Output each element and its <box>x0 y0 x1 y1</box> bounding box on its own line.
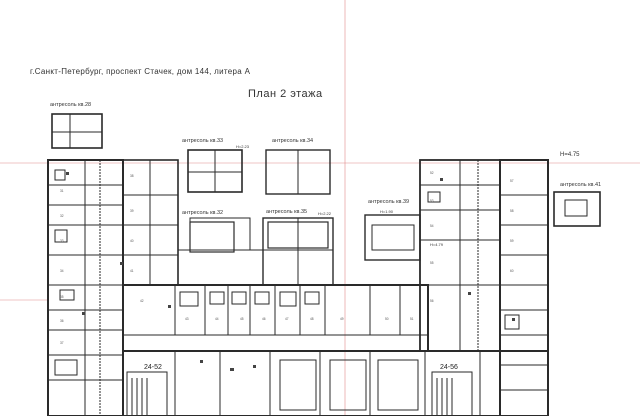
room-number: 46 <box>262 317 266 321</box>
plan-title: План 2 этажа <box>248 88 323 100</box>
room-number: 31 <box>60 189 64 193</box>
height-mark-222: Н=2.22 <box>318 211 332 216</box>
room-number: 47 <box>285 317 289 321</box>
mezzanine-41-plan <box>553 191 601 227</box>
room-number: 40 <box>130 239 134 243</box>
room-number: 57 <box>510 179 514 183</box>
mezzanine-32-plan <box>189 221 235 253</box>
mezzanine-34-label: антресоль кв.34 <box>272 138 314 144</box>
room-number: 42 <box>140 299 144 303</box>
left-wing <box>47 159 124 416</box>
wall-fills <box>66 172 515 371</box>
address-label: г.Санкт-Петербург, проспект Стачек, дом … <box>30 67 251 76</box>
room-number: 36 <box>60 319 64 323</box>
mezzanine-33-label: антресоль кв.33 <box>182 138 224 144</box>
room-number: 55 <box>430 261 434 265</box>
room-number: 59 <box>510 239 514 243</box>
height-mark-190: Н=1.90 <box>380 209 394 214</box>
room-number: 49 <box>340 317 344 321</box>
mezzanine-41-label: антресоль кв.41 <box>560 182 602 188</box>
room-number: 56 <box>430 299 434 303</box>
central-block <box>122 284 429 352</box>
room-number: 44 <box>215 317 219 321</box>
room-number: 48 <box>310 317 314 321</box>
stairwells <box>126 371 473 416</box>
mezzanine-32-label: антресоль кв.32 <box>182 210 224 216</box>
room-number: 35 <box>60 295 64 299</box>
height-mark-475: Н=4.75 <box>560 152 580 158</box>
right-wing <box>419 159 549 416</box>
room-number: 52 <box>430 171 434 175</box>
room-number: 32 <box>60 214 64 218</box>
room-number: 43 <box>185 317 189 321</box>
mezzanine-39-label: антресоль кв.39 <box>368 199 410 205</box>
room-number: 41 <box>130 269 134 273</box>
room-number: 39 <box>130 209 134 213</box>
room-number: 37 <box>60 341 64 345</box>
room-number: 58 <box>510 209 514 213</box>
height-mark-479: Н=4.79 <box>430 242 444 247</box>
mezzanine-28-plan <box>51 113 103 149</box>
right-center-block <box>364 214 421 261</box>
room-number: 45 <box>240 317 244 321</box>
mezzanine-33-plan <box>187 149 243 193</box>
height-mark-223: Н=2.23 <box>236 144 250 149</box>
room-number: 34 <box>60 269 64 273</box>
stair-left-label: 24-52 <box>144 364 162 371</box>
mezzanine-35-label: антресоль кв.35 <box>266 209 308 215</box>
room-number: 51 <box>410 317 414 321</box>
mezzanine-35-plan <box>267 221 329 249</box>
bottom-row <box>122 350 549 416</box>
room-number: 33 <box>60 239 64 243</box>
stair-right-label: 24-56 <box>440 364 458 371</box>
room-number: 54 <box>430 224 434 228</box>
room-number: 38 <box>130 174 134 178</box>
room-number: 53 <box>430 199 434 203</box>
left-inner-column <box>122 159 179 286</box>
room-number: 60 <box>510 269 514 273</box>
mezzanine-34-plan <box>265 149 331 195</box>
mezzanine-28-label: антресоль кв.28 <box>50 102 92 108</box>
room-number: 50 <box>385 317 389 321</box>
